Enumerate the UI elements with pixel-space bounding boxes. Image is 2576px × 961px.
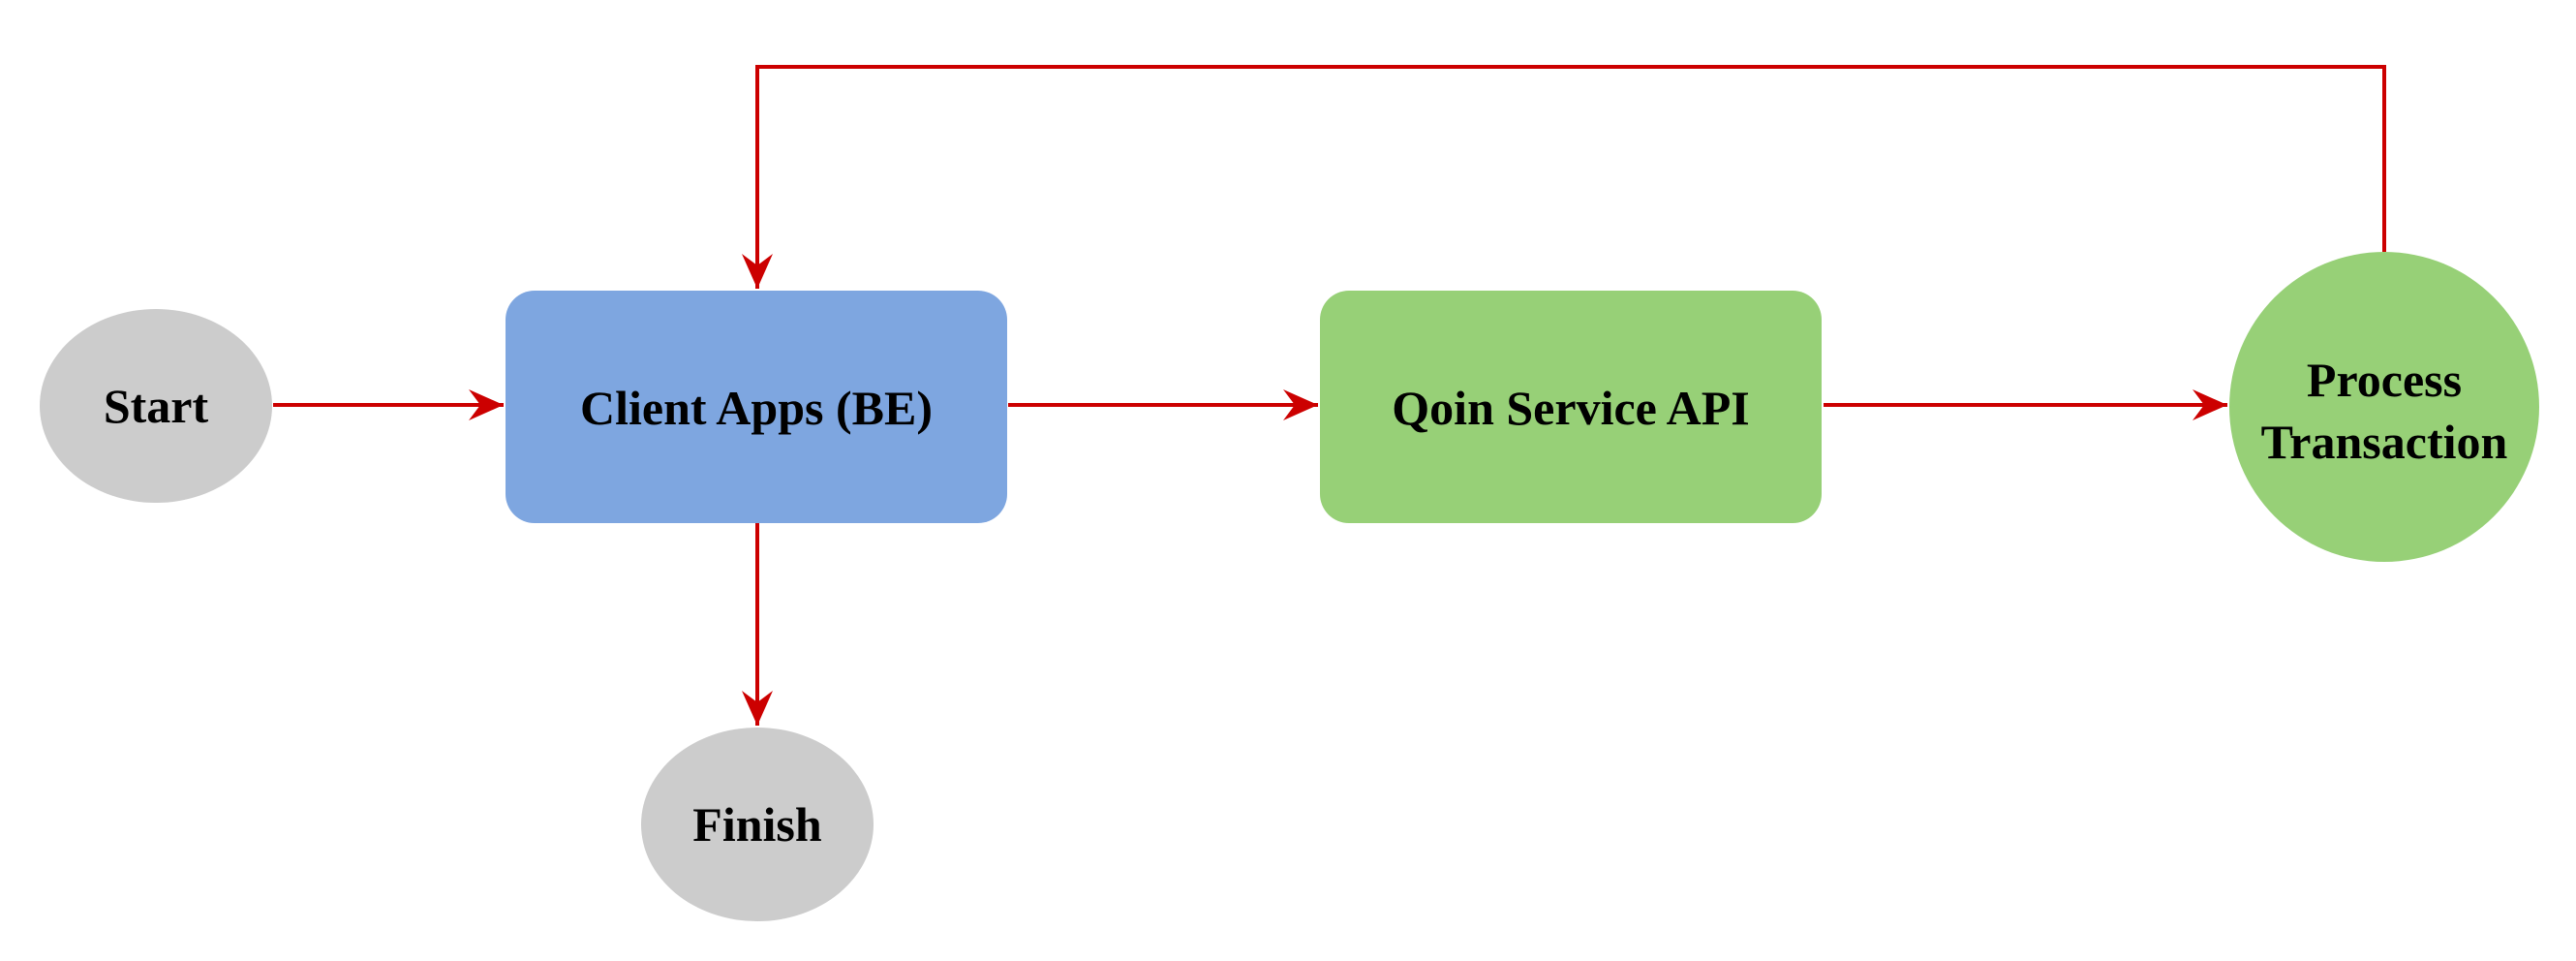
node-finish: Finish — [641, 728, 874, 921]
start-label: Start — [104, 379, 209, 433]
node-process-transaction: Process Transaction — [2229, 252, 2539, 562]
edges — [273, 65, 2386, 726]
process-label-line2: Transaction — [2261, 415, 2508, 469]
edge-process-to-client — [742, 65, 2386, 289]
node-qoin-service: Qoin Service API — [1320, 291, 1822, 523]
client-apps-shape — [506, 291, 1007, 523]
qoin-service-label: Qoin Service API — [1392, 381, 1749, 435]
start-shape — [40, 309, 272, 503]
process-shape — [2229, 252, 2539, 562]
client-apps-label: Client Apps (BE) — [580, 381, 933, 435]
qoin-service-shape — [1320, 291, 1822, 523]
node-start: Start — [40, 309, 272, 503]
node-client-apps: Client Apps (BE) — [506, 291, 1007, 523]
finish-shape — [641, 728, 874, 921]
finish-label: Finish — [692, 797, 822, 852]
process-label-line1: Process — [2307, 353, 2462, 407]
